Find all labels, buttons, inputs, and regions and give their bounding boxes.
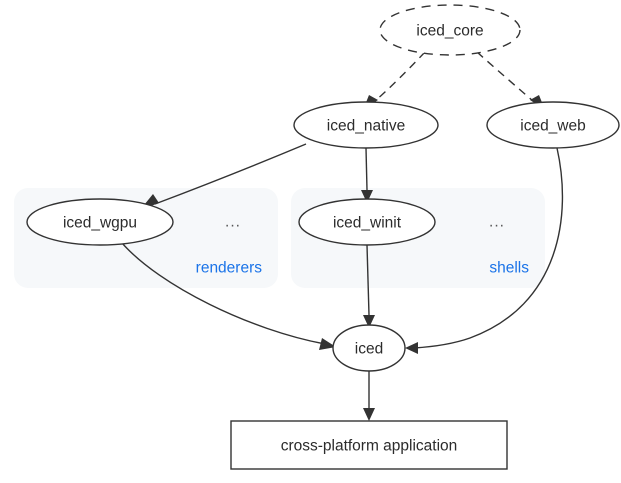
- node-iced-core-shape[interactable]: [379, 4, 521, 56]
- edge-winit-to-iced-line: [366, 244, 370, 316]
- node-iced-wgpu-label: iced_wgpu: [63, 215, 137, 232]
- node-iced[interactable]: iced: [332, 324, 406, 372]
- edge-core-to-native: [363, 51, 426, 110]
- node-iced-core-label: iced_core: [416, 23, 483, 40]
- edge-wgpu-to-iced-line: [121, 242, 326, 345]
- edge-web-to-iced-line: [413, 147, 564, 349]
- node-iced-core[interactable]: iced_core: [379, 4, 521, 56]
- edge-wgpu-to-iced-arrowhead: [319, 338, 336, 350]
- node-iced-native[interactable]: iced_native: [293, 101, 439, 149]
- node-iced-shape[interactable]: [332, 324, 406, 372]
- edge-winit-to-iced: [363, 244, 375, 328]
- node-cross-platform-application[interactable]: cross-platform application: [230, 420, 508, 470]
- node-iced-winit[interactable]: iced_winit: [298, 198, 436, 246]
- shells-more-ellipsis: ...: [489, 214, 505, 231]
- node-iced-native-label: iced_native: [327, 118, 405, 135]
- edge-core-to-web: [476, 51, 545, 110]
- node-iced-label: iced: [355, 341, 383, 358]
- node-iced-winit-shape[interactable]: [298, 198, 436, 246]
- edge-native-to-winit-arrowhead: [361, 190, 373, 203]
- edge-web-to-iced: [405, 147, 564, 354]
- cluster-renderers-label: renderers: [196, 260, 263, 277]
- cluster-shells-label: shells: [489, 260, 529, 277]
- renderers-more-ellipsis: ...: [225, 214, 241, 231]
- edge-native-to-wgpu-line: [154, 143, 307, 205]
- edge-iced-to-app: [363, 371, 375, 421]
- node-iced-web[interactable]: iced_web: [486, 101, 620, 149]
- edge-wgpu-to-iced: [121, 242, 336, 350]
- node-iced-web-shape[interactable]: [486, 101, 620, 149]
- node-cross-platform-application-label: cross-platform application: [281, 438, 458, 455]
- edge-core-to-native-line: [374, 51, 426, 102]
- node-iced-web-label: iced_web: [520, 118, 586, 135]
- node-iced-wgpu-shape[interactable]: [26, 198, 174, 246]
- edge-core-to-web-line: [476, 51, 534, 102]
- node-iced-winit-label: iced_winit: [333, 215, 402, 232]
- edge-native-to-winit: [361, 147, 373, 203]
- node-iced-native-shape[interactable]: [293, 101, 439, 149]
- node-iced-wgpu[interactable]: iced_wgpu: [26, 198, 174, 246]
- node-cross-platform-application-shape[interactable]: [230, 420, 508, 470]
- edge-iced-to-app-arrowhead: [363, 408, 375, 421]
- edge-web-to-iced-arrowhead: [405, 342, 418, 354]
- edge-native-to-winit-line: [365, 147, 368, 191]
- edge-winit-to-iced-arrowhead: [363, 315, 375, 328]
